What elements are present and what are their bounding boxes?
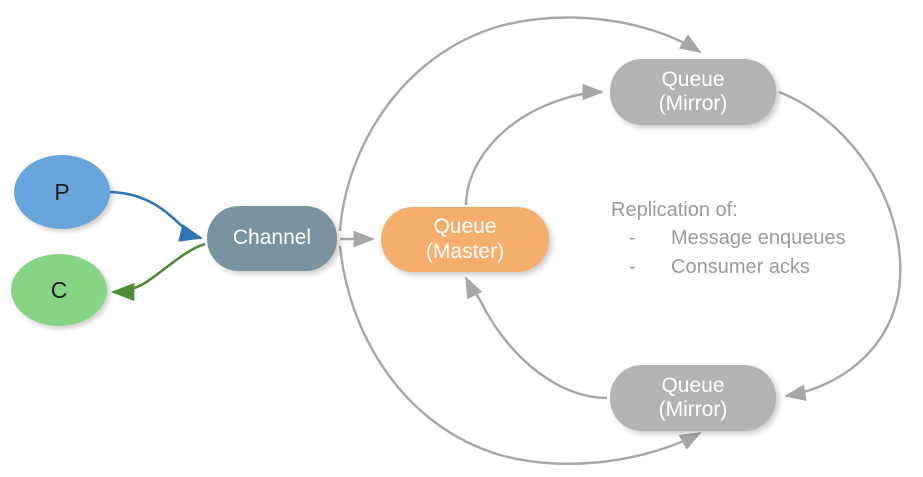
- edge-channel-to-mirror-top: [338, 16, 702, 232]
- replication-annotation-title: Replication of:: [611, 199, 738, 221]
- node-channel[interactable]: Channel: [207, 206, 337, 271]
- edge-queue-master-to-mirror-top: [464, 83, 604, 206]
- node-queue-mirror-top-label-line1: Queue: [661, 67, 725, 91]
- edge-mirror-top-to-mirror-bottom: [778, 90, 902, 401]
- replication-annotation-item-0: - Message enqueues: [611, 224, 901, 252]
- node-channel-label: Channel: [232, 226, 312, 250]
- node-queue-mirror-bottom-label-line1: Queue: [661, 373, 725, 397]
- edge-channel-to-mirror-bottom: [338, 245, 702, 465]
- node-consumer-label: C: [50, 276, 68, 303]
- edge-producer-to-channel: [109, 190, 204, 242]
- node-producer[interactable]: P: [14, 155, 110, 229]
- replication-annotation: Replication of: - Message enqueues - Consu…: [611, 196, 901, 281]
- node-queue-mirror-bottom[interactable]: Queue (Mirror): [610, 365, 776, 431]
- node-queue-mirror-top[interactable]: Queue (Mirror): [610, 59, 776, 125]
- node-queue-master-label-line2: (Master): [425, 239, 505, 263]
- replication-annotation-item-0-text: Message enqueues: [671, 227, 846, 250]
- node-queue-mirror-bottom-label-line2: (Mirror): [658, 398, 728, 421]
- node-queue-mirror-top-label-line2: (Mirror): [658, 92, 728, 115]
- edge-mirror-bottom-to-queue-master: [464, 276, 608, 400]
- replication-annotation-item-1: - Consumer acks: [611, 253, 901, 281]
- edge-channel-to-consumer: [110, 242, 206, 302]
- node-consumer[interactable]: C: [11, 254, 107, 326]
- replication-annotation-item-1-text: Consumer acks: [671, 255, 810, 278]
- node-producer-label: P: [54, 178, 70, 205]
- node-queue-master-label-line1: Queue: [433, 215, 497, 239]
- node-queue-master[interactable]: Queue (Master): [381, 207, 549, 272]
- bullet-dash: -: [629, 255, 636, 278]
- bullet-dash: -: [629, 227, 636, 250]
